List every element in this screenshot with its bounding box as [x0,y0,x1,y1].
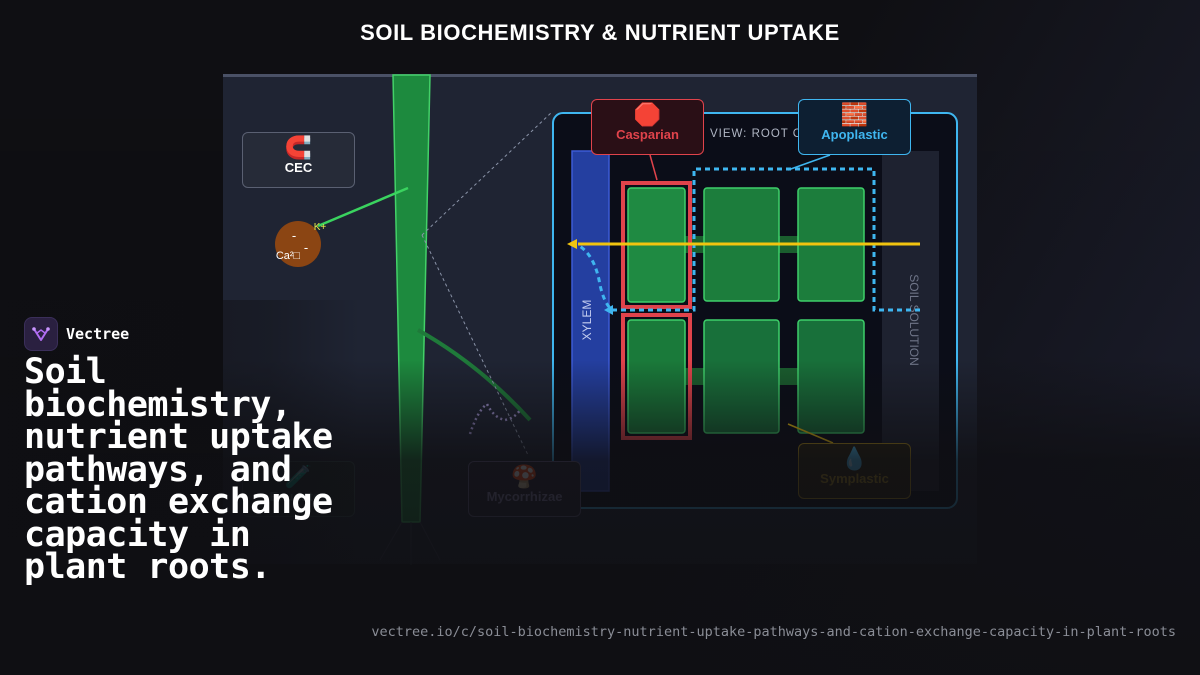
symplastic-callout: 💧 Symplastic [798,443,911,499]
clay-particle [275,221,321,267]
cortex-cell-4 [797,319,865,434]
zoom-line-top [421,111,553,236]
mushroom-icon: 🍄 [510,464,539,489]
apoplastic-leader [787,154,831,171]
apoplastic-pathway [577,167,920,312]
apoplastic-arrowhead [604,305,613,315]
mycorrhizae-callout: 🍄 Mycorrhizae [468,461,581,517]
apoplastic-callout: 🧱 Apoplastic [798,99,911,155]
soil-solution-label: SOIL SOLUTION [907,274,921,366]
k-ion-label: K+ [314,222,327,233]
zoom-line-bottom [421,234,529,456]
casparian-leader [649,154,658,181]
vectree-logo-icon [24,317,58,351]
cortex-cell-3 [703,319,780,434]
headline: Soil biochemistry, nutrient uptake pathw… [24,352,333,587]
droplet-icon: 💧 [840,446,869,471]
plasmodesma-4 [779,368,798,385]
brand: Vectree [24,317,129,351]
root-tip-lines [379,521,441,565]
ca-ion-label: Ca²□ [276,250,301,262]
cec-connector [317,186,409,228]
stop-sign-icon: 🛑 [633,102,662,127]
brand-name: Vectree [66,325,130,343]
main-root [392,74,431,523]
hyphae-strand [468,402,522,435]
casparian-callout: 🛑 Casparian [591,99,704,155]
source-url[interactable]: vectree.io/c/soil-biochemistry-nutrient-… [371,624,1176,640]
magnet-icon: 🧲 [284,135,313,160]
xylem-label: XYLEM [580,300,594,341]
page-title: SOIL BIOCHEMISTRY & NUTRIENT UPTAKE [360,20,840,45]
neg-charge-2: - [304,240,308,255]
plasmodesma-3 [685,368,704,385]
brick-icon: 🧱 [840,102,869,127]
symplastic-arrowhead [567,239,577,249]
cec-callout: 🧲 CEC [242,132,355,188]
neg-charge-1: - [292,228,296,243]
endodermis-cell-bottom [627,319,686,434]
